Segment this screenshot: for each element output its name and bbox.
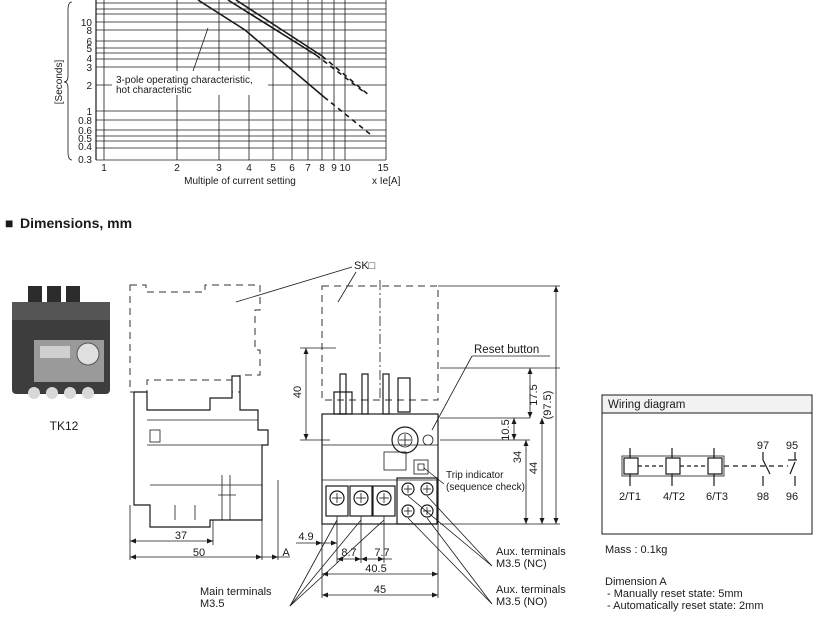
y-tick: 2 xyxy=(86,81,92,92)
chart-annotation-line2: hot characteristic xyxy=(116,85,192,96)
x-tick: 2 xyxy=(174,163,180,174)
product-model-label: TK12 xyxy=(50,419,79,433)
x-tick: 1 xyxy=(101,163,107,174)
y-tick: 0.3 xyxy=(78,155,92,166)
curve-hot-dashed xyxy=(323,96,371,135)
wiring-terminal-6t3: 6/T3 xyxy=(706,491,728,503)
dim-4-9: 4.9 xyxy=(298,531,313,543)
dim-97-5: (97.5) xyxy=(542,391,554,420)
y-tick: 0.4 xyxy=(78,142,92,153)
curve-cold-2-dashed xyxy=(321,55,371,97)
dimension-a-manual: - Manually reset state: 5mm xyxy=(607,588,743,600)
dim-8-7: 8.7 xyxy=(341,547,356,559)
curve-cold-2 xyxy=(235,0,323,57)
dim-50: 50 xyxy=(193,547,205,559)
main-terminals-label-1: Main terminals xyxy=(200,586,272,598)
main-terminals-label-2: M3.5 xyxy=(200,598,224,610)
y-tick: 0.8 xyxy=(78,116,92,127)
reset-button-label: Reset button xyxy=(474,344,539,356)
curve-cold-1 xyxy=(227,0,317,56)
y-axis-brace xyxy=(63,1,73,161)
aux-contacts xyxy=(762,452,797,486)
wiring-diagram-box xyxy=(601,394,813,535)
x-tick: 5 xyxy=(270,163,276,174)
curve-hot xyxy=(197,0,325,98)
x-tick: 7 xyxy=(305,163,311,174)
x-tick: 10 xyxy=(339,163,351,174)
x-tick: 8 xyxy=(319,163,325,174)
y-tick: 3 xyxy=(86,63,92,74)
sk-leader-2 xyxy=(337,271,357,303)
x-tick: 15 xyxy=(377,163,389,174)
y-tick: 4 xyxy=(86,54,92,65)
wiring-terminal-95: 95 xyxy=(786,440,798,452)
aux-no-label-2: M3.5 (NO) xyxy=(496,596,547,608)
aux-terminal-screws xyxy=(396,477,438,525)
y-tick: 10 xyxy=(81,18,93,29)
y-tick: 5 xyxy=(86,44,92,55)
y-tick: 0.6 xyxy=(78,126,92,137)
chart-x-ticks: 1 2 3 4 5 6 7 8 9 10 15 xyxy=(101,163,389,174)
chart-annotation-line1: 3-pole operating characteristic, xyxy=(116,75,253,86)
y-tick: 8 xyxy=(86,26,92,37)
dim-37: 37 xyxy=(175,530,187,542)
dim-40-5: 40.5 xyxy=(365,563,386,575)
dim-a: A xyxy=(282,547,290,559)
y-axis-unit: [Seconds] xyxy=(54,60,65,105)
sk-label: SK□ xyxy=(354,260,376,272)
dim-10-5: 10.5 xyxy=(500,419,512,440)
chart-x-label: Multiple of current setting xyxy=(184,176,296,187)
side-view-drawing xyxy=(129,284,290,560)
wiring-terminal-97: 97 xyxy=(757,440,769,452)
wiring-terminal-4t2: 4/T2 xyxy=(663,491,685,503)
sk-leader-1 xyxy=(235,266,353,303)
aux-no-label-1: Aux. terminals xyxy=(496,584,566,596)
dim-17-5: 17.5 xyxy=(528,384,540,405)
dim-7-7: 7.7 xyxy=(374,547,389,559)
trip-indicator-label-1: Trip indicator xyxy=(446,470,504,481)
mass-note: Mass : 0.1kg xyxy=(605,544,667,556)
chart-x-unit: x Ie[A] xyxy=(372,176,401,187)
chart-y-ticks: 10 8 6 5 4 3 2 1 0.8 0.6 0.5 0.4 0.3 xyxy=(78,18,92,166)
aux-nc-label-2: M3.5 (NC) xyxy=(496,558,547,570)
annotation-bg xyxy=(112,71,268,95)
curve-cold-1-dashed xyxy=(315,54,365,93)
dim-34: 34 xyxy=(512,451,524,463)
x-tick: 9 xyxy=(331,163,337,174)
x-tick: 6 xyxy=(289,163,295,174)
main-terminal-screws xyxy=(325,485,396,517)
y-tick: 1 xyxy=(86,107,92,118)
dim-45: 45 xyxy=(374,584,386,596)
x-tick: 4 xyxy=(246,163,252,174)
wiring-terminal-98: 98 xyxy=(757,491,769,503)
dimension-a-auto: - Automatically reset state: 2mm xyxy=(607,600,764,612)
wiring-terminal-2t1: 2/T1 xyxy=(619,491,641,503)
aux-nc-label-1: Aux. terminals xyxy=(496,546,566,558)
trip-curves xyxy=(197,0,371,135)
product-photo xyxy=(12,286,110,399)
annotation-leader xyxy=(191,27,209,75)
y-tick: 6 xyxy=(86,37,92,48)
section-bullet: ■ xyxy=(5,215,13,231)
wiring-terminal-96: 96 xyxy=(786,491,798,503)
wiring-diagram-title: Wiring diagram xyxy=(608,399,685,411)
dim-40: 40 xyxy=(292,386,304,398)
trip-curve-chart: 3-pole operating characteristic, hot cha… xyxy=(54,0,401,187)
front-view-drawing xyxy=(289,280,560,607)
x-tick: 3 xyxy=(216,163,222,174)
y-tick: 0.5 xyxy=(78,134,92,145)
dimension-a-title: Dimension A xyxy=(605,576,667,588)
dim-44: 44 xyxy=(528,462,540,474)
trip-indicator-label-2: (sequence check) xyxy=(446,482,525,493)
section-title: Dimensions, mm xyxy=(20,215,132,231)
chart-grid-vertical xyxy=(103,0,387,160)
